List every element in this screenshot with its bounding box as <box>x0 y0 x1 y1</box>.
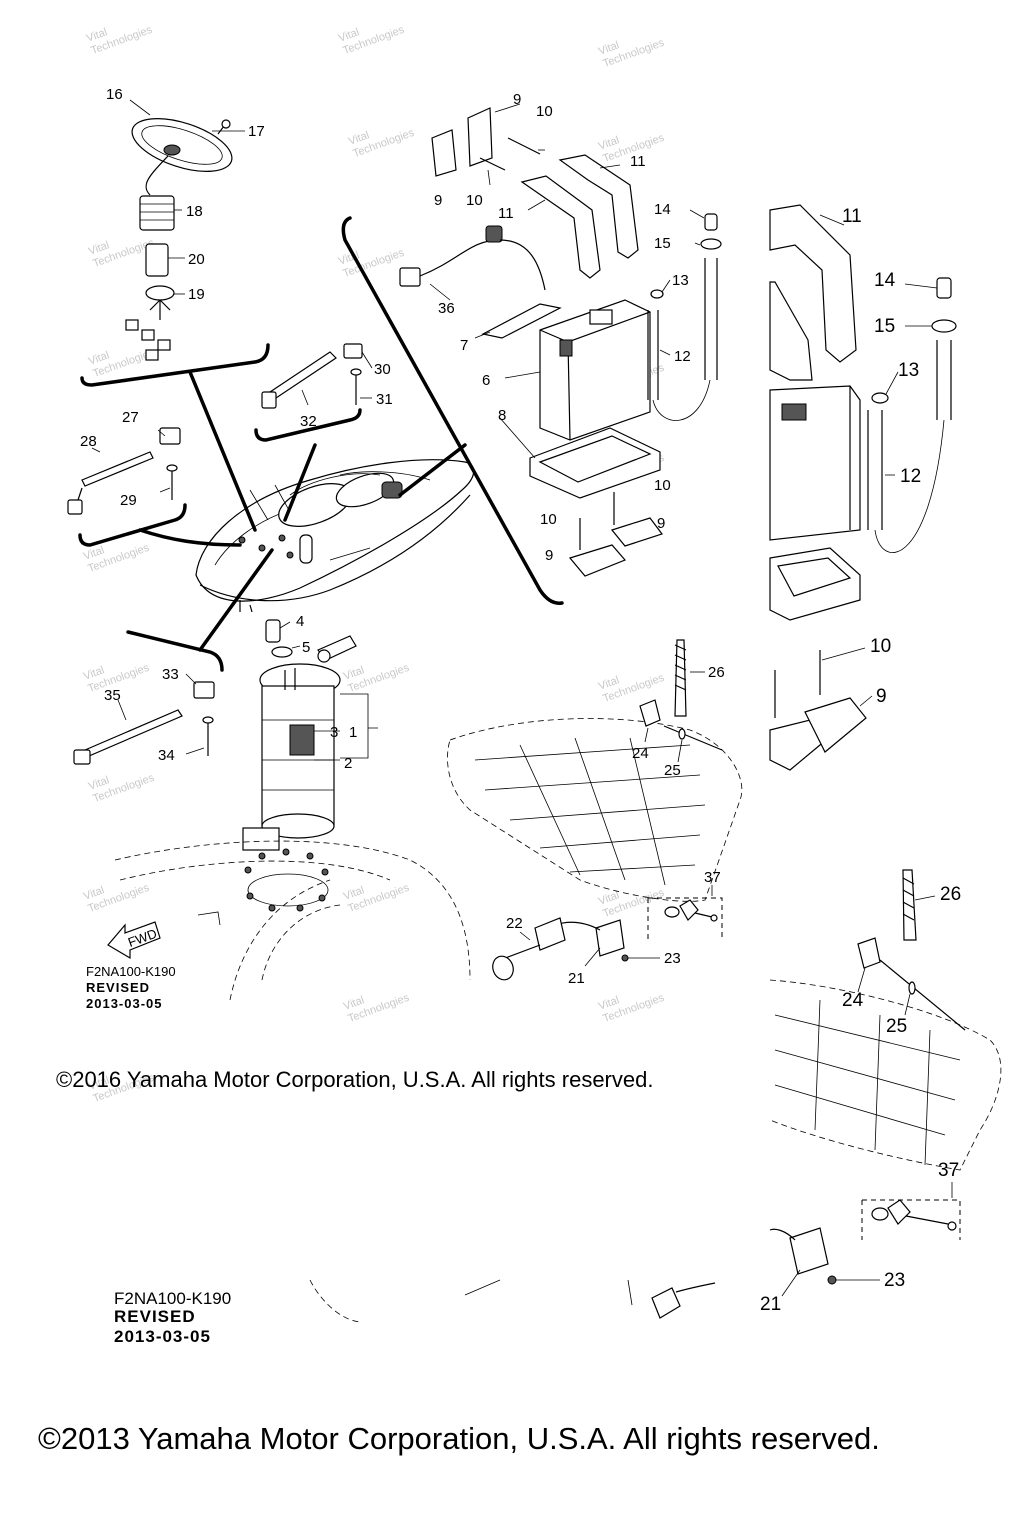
callout-label: 20 <box>188 251 205 268</box>
callout-label: 12 <box>674 348 691 365</box>
revision-date: 2013-03-05 <box>86 996 163 1011</box>
callout-label: 27 <box>122 409 139 426</box>
clip-parts-drawing <box>67 343 373 515</box>
callout-label: 5 <box>302 639 310 656</box>
revision-status: REVISED <box>86 980 150 995</box>
callout-label: 30 <box>374 361 391 378</box>
callout-label: 31 <box>376 391 393 408</box>
fwd-arrow: FWD <box>107 921 161 960</box>
callout-bracket <box>254 408 362 442</box>
leader-line <box>138 528 242 547</box>
battery-assembly-drawing <box>399 103 722 577</box>
callout-label: 15 <box>654 235 671 252</box>
callout-label: 28 <box>80 433 97 450</box>
revision-date: 2013-03-05 <box>114 1327 211 1346</box>
callout-label: 34 <box>158 747 175 764</box>
callout-label: 33 <box>162 666 179 683</box>
callout-bracket <box>341 216 564 605</box>
part-code: F2NA100-K190 <box>114 1289 231 1308</box>
hull-floor-drawing <box>114 840 471 1001</box>
callout-label: 9 <box>513 91 521 108</box>
callout-label: 14 <box>874 270 896 291</box>
callout-label: 11 <box>498 205 514 222</box>
callout-label: 29 <box>120 492 137 509</box>
callout-label: 24 <box>632 745 649 762</box>
callout-label: 9 <box>876 686 887 707</box>
callout-label: 13 <box>672 272 689 289</box>
leader-line <box>283 443 317 522</box>
callout-label: 26 <box>940 884 961 905</box>
callout-label: 15 <box>874 316 895 337</box>
zoomed-battery-drawing <box>769 204 957 771</box>
callout-label: 18 <box>186 203 203 220</box>
part-code: F2NA100-K190 <box>86 964 176 979</box>
callout-label: 12 <box>900 466 921 487</box>
callout-label: 9 <box>434 192 442 209</box>
fwd-label: FWD <box>126 926 159 950</box>
callout-bracket <box>126 630 224 672</box>
callout-label: 2 <box>344 755 352 772</box>
callout-label: 9 <box>545 547 553 564</box>
callout-label: 8 <box>498 407 506 424</box>
callout-labels-zoom: 9 10 11 12 13 14 15 21 23 24 25 26 37 <box>760 206 961 1315</box>
callout-bracket <box>80 343 270 387</box>
revision-status: REVISED <box>114 1307 196 1326</box>
callout-label: 10 <box>870 636 891 657</box>
callout-label: 16 <box>106 86 123 103</box>
callout-label: 10 <box>654 477 671 494</box>
callout-label: 3 <box>330 724 338 741</box>
callout-label: 21 <box>760 1294 781 1315</box>
callout-label: 11 <box>842 206 862 227</box>
callout-label: 24 <box>842 990 864 1011</box>
callout-label: 37 <box>704 869 721 886</box>
callout-label: 32 <box>300 413 317 430</box>
callout-label: 6 <box>482 372 490 389</box>
revision-block-lower: F2NA100-K190 REVISED 2013-03-05 <box>114 1289 231 1346</box>
callout-label: 37 <box>938 1160 959 1181</box>
leader-line <box>398 443 467 497</box>
callout-label: 10 <box>540 511 557 528</box>
callout-label: 36 <box>438 300 455 317</box>
callout-label: 19 <box>188 286 205 303</box>
callout-bracket <box>78 503 187 547</box>
callout-label: 25 <box>886 1016 907 1037</box>
copyright-notice-lower: ©2013 Yamaha Motor Corporation, U.S.A. A… <box>38 1421 880 1456</box>
callout-labels-main: 1 2 3 4 5 6 7 8 9 9 9 9 10 10 10 10 11 1… <box>80 86 725 987</box>
callout-label: 9 <box>657 515 665 532</box>
revision-block-upper: F2NA100-K190 REVISED 2013-03-05 <box>86 964 176 1011</box>
callout-label: 25 <box>664 762 681 779</box>
callout-label: 26 <box>708 664 725 681</box>
watercraft-hull-drawing <box>195 459 475 613</box>
leader-line <box>198 548 274 652</box>
fuel-pump-drawing <box>73 619 378 851</box>
callout-label: 23 <box>664 950 681 967</box>
callout-label: 14 <box>654 201 671 218</box>
callout-label: 7 <box>460 337 468 354</box>
intake-grate-drawing <box>447 639 743 902</box>
callout-label: 22 <box>506 915 523 932</box>
zoomed-grate-drawing <box>309 869 1002 1323</box>
callout-label: 11 <box>630 153 646 170</box>
callout-label: 21 <box>568 970 585 987</box>
callout-label: 35 <box>104 687 121 704</box>
copyright-notice-upper: ©2016 Yamaha Motor Corporation, U.S.A. A… <box>56 1067 653 1092</box>
callout-label: 10 <box>466 192 483 209</box>
callout-label: 13 <box>898 360 919 381</box>
callout-label: 1 <box>349 724 357 741</box>
callout-label: 17 <box>248 123 265 140</box>
callout-label: 4 <box>296 613 304 630</box>
leader-line <box>188 370 257 532</box>
callout-label: 10 <box>536 103 553 120</box>
callout-label: 23 <box>884 1270 905 1291</box>
sensor-assembly-drawing <box>492 885 723 981</box>
fuel-cap-assembly-drawing <box>125 99 245 361</box>
